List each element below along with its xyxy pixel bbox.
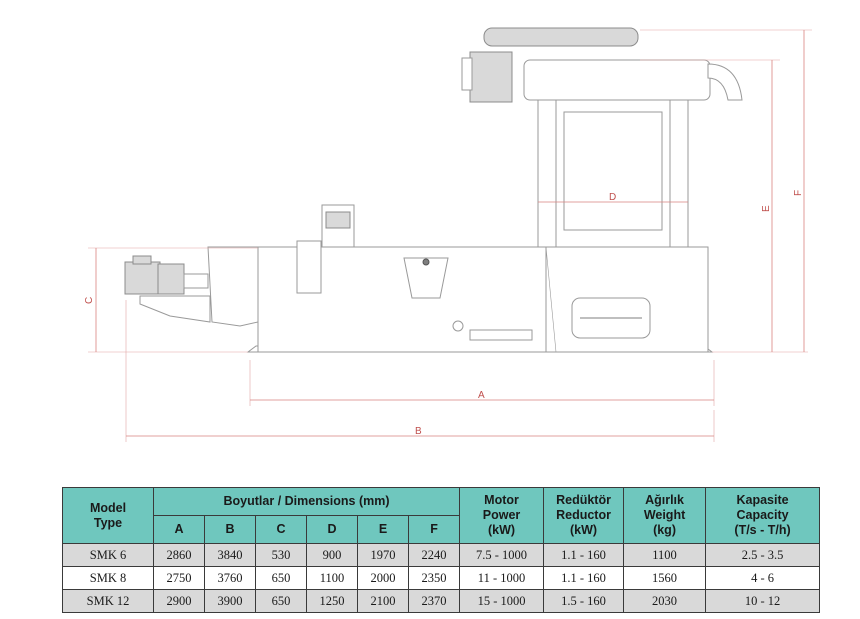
table-row: SMK 6 2860 3840 530 900 1970 2240 7.5 - … <box>62 543 821 567</box>
table-header-row: Model Type Boyutlar / Dimensions (mm) Mo… <box>62 487 821 544</box>
dimension-lines <box>88 29 812 442</box>
cell-model: SMK 8 <box>62 566 154 590</box>
cell-motor: 11 - 1000 <box>459 566 545 590</box>
cell-weight: 1560 <box>623 566 707 590</box>
cell-b: 3840 <box>204 543 256 567</box>
control-box <box>296 240 322 294</box>
tower-door <box>563 111 663 231</box>
specification-table: Model Type Boyutlar / Dimensions (mm) Mo… <box>62 487 821 613</box>
cell-reductor: 1.1 - 160 <box>543 543 625 567</box>
cell-f: 2350 <box>407 566 461 590</box>
cell-c: 530 <box>255 543 307 567</box>
left-motor <box>124 261 161 295</box>
cell-e: 2100 <box>357 589 409 613</box>
inspection-hatch <box>403 257 449 299</box>
dimension-b-label: B <box>415 426 422 437</box>
cell-f: 2240 <box>407 543 461 567</box>
header-dim-d: D <box>306 515 358 544</box>
top-cylinder <box>523 59 711 101</box>
cell-d: 1250 <box>306 589 358 613</box>
cell-motor: 15 - 1000 <box>459 589 545 613</box>
dimension-c-label: C <box>84 297 95 304</box>
dimension-f-label: F <box>793 190 804 196</box>
top-motor-fan <box>461 57 473 91</box>
header-dim-f: F <box>407 515 461 544</box>
cell-a: 2900 <box>153 589 205 613</box>
header-reductor: Redüktör Reductor (kW) <box>543 487 625 544</box>
cell-capacity: 2.5 - 3.5 <box>705 543 821 567</box>
cell-reductor: 1.5 - 160 <box>543 589 625 613</box>
header-dim-b: B <box>204 515 256 544</box>
cell-model: SMK 6 <box>62 543 154 567</box>
header-dim-c: C <box>255 515 307 544</box>
cell-capacity: 4 - 6 <box>705 566 821 590</box>
round-port <box>452 320 464 332</box>
cell-weight: 1100 <box>623 543 707 567</box>
cell-capacity: 10 - 12 <box>705 589 821 613</box>
cell-b: 3900 <box>204 589 256 613</box>
cell-c: 650 <box>255 589 307 613</box>
cell-a: 2860 <box>153 543 205 567</box>
cell-c: 650 <box>255 566 307 590</box>
cell-e: 1970 <box>357 543 409 567</box>
table-subheader-row: A B C D E F <box>63 515 820 544</box>
left-coupling <box>183 273 209 289</box>
table-row: SMK 8 2750 3760 650 1100 2000 2350 11 - … <box>62 566 821 590</box>
cell-b: 3760 <box>204 566 256 590</box>
left-gearbox <box>157 263 185 295</box>
cell-motor: 7.5 - 1000 <box>459 543 545 567</box>
cell-e: 2000 <box>357 566 409 590</box>
dimension-d-label: D <box>609 192 616 203</box>
header-motor-power: Motor Power (kW) <box>459 487 545 544</box>
header-model-type: Model Type <box>62 487 154 544</box>
dimension-e-label: E <box>761 205 772 212</box>
left-support <box>139 295 211 323</box>
cell-d: 1100 <box>306 566 358 590</box>
cell-d: 900 <box>306 543 358 567</box>
header-dim-e: E <box>357 515 409 544</box>
header-weight: Ağırlık Weight (kg) <box>623 487 707 544</box>
cell-model: SMK 12 <box>62 589 154 613</box>
header-dim-a: A <box>153 515 205 544</box>
outlet-elbow <box>707 63 743 101</box>
header-dimensions-group: Boyutlar / Dimensions (mm) <box>152 487 461 516</box>
top-motor <box>469 51 513 103</box>
belt-drive <box>483 27 639 47</box>
cell-reductor: 1.1 - 160 <box>543 566 625 590</box>
cell-a: 2750 <box>153 566 205 590</box>
machine-technical-drawing: A B C D E F <box>84 27 812 442</box>
left-housing <box>207 246 259 327</box>
top-unit-motor <box>325 211 351 229</box>
table-row: SMK 12 2900 3900 650 1250 2100 2370 15 -… <box>62 589 821 613</box>
drawer-slot <box>469 329 533 341</box>
dimension-a-label: A <box>478 390 485 401</box>
cell-weight: 2030 <box>623 589 707 613</box>
left-motor-cap <box>132 255 152 265</box>
machine-outline <box>124 27 743 353</box>
header-capacity: Kapasite Capacity (T/s - T/h) <box>705 487 821 544</box>
cell-f: 2370 <box>407 589 461 613</box>
